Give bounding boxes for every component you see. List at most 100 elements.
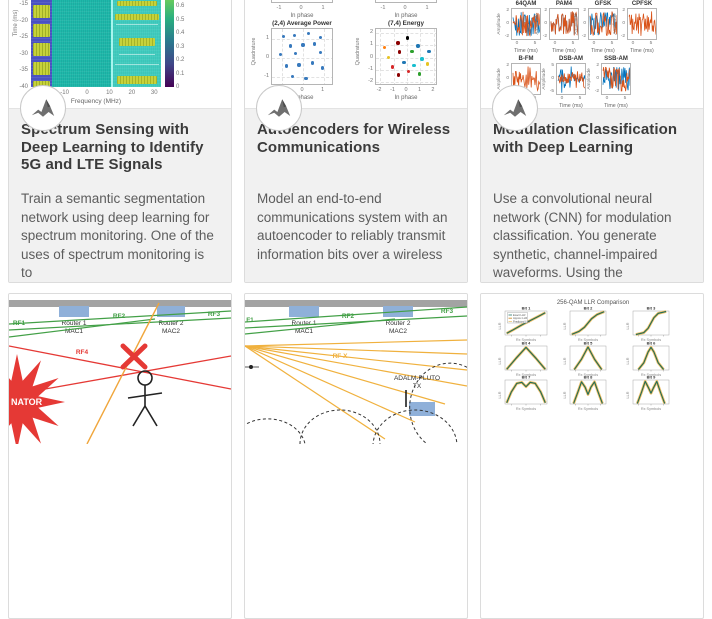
- blocked-x-icon: [120, 343, 148, 370]
- waveform-svg: [602, 66, 631, 92]
- y-tick: -15: [19, 1, 28, 8]
- y-axis-label: Amplitude: [535, 13, 540, 35]
- waveform-line: [550, 11, 579, 36]
- rf4-line: [9, 345, 231, 390]
- card-meta: Modulation Classification with Deep Lear…: [481, 108, 703, 282]
- y-tick: -1: [264, 72, 269, 79]
- plot-box: [271, 28, 333, 85]
- x-tick: 1: [321, 5, 325, 11]
- router1-label: Router 1: [62, 320, 87, 327]
- y-tick: 0: [551, 76, 554, 81]
- card-title[interactable]: Modulation Classification with Deep Lear…: [493, 121, 678, 156]
- x-tick: 5: [610, 41, 614, 46]
- waveform-title: PAM4: [555, 1, 573, 7]
- coverage-arc: [245, 418, 306, 444]
- red-path-line: [16, 355, 231, 395]
- x-tick: 0: [631, 41, 635, 46]
- x-tick: 1: [417, 87, 421, 93]
- matlab-logo-icon: [31, 99, 55, 117]
- waveform-title: GFSK: [594, 1, 612, 7]
- y-tick: 2: [622, 8, 625, 13]
- y-tick: 0: [369, 53, 373, 60]
- gridline-h: [376, 32, 436, 34]
- x-tick: 0: [553, 41, 557, 46]
- llr-x-label: Rx Symbols: [641, 338, 661, 342]
- scatter-point: [417, 72, 422, 76]
- x-tick: -1: [390, 87, 395, 93]
- llr-x-label: Rx Symbols: [641, 407, 661, 411]
- waveform-title: B-FM: [518, 56, 534, 62]
- lte-signal-block: [33, 81, 50, 87]
- nr-signal-block: [117, 76, 157, 84]
- llr-y-label: LLR: [563, 357, 567, 364]
- y-tick: -2: [368, 78, 373, 85]
- scatter-point: [386, 56, 391, 60]
- plot-title: (2,4) Average Power: [272, 20, 332, 27]
- y-tick: -2: [542, 34, 547, 39]
- y-tick: 0: [596, 76, 599, 81]
- x-axis-label: In phase: [290, 13, 314, 19]
- llr-subplot-title: Bit 1: [522, 306, 531, 311]
- waveform-box: [549, 8, 579, 40]
- x-tick: 10: [106, 90, 113, 96]
- card-title[interactable]: Spectrum Sensing with Deep Learning to I…: [21, 121, 204, 173]
- scatter-point: [410, 49, 414, 54]
- llr-subplot-title: Bit 3: [647, 306, 656, 311]
- y-tick: 2: [583, 8, 586, 13]
- spectrogram-plot: [31, 0, 161, 87]
- y-tick: 0: [506, 76, 509, 81]
- gridline-v: [420, 29, 422, 84]
- matlab-badge: [256, 85, 302, 131]
- waveform-svg: [512, 66, 541, 92]
- y-tick: 2: [506, 8, 509, 13]
- card-title[interactable]: Autoencoders for Wireless Communications: [257, 121, 451, 156]
- rf-green-line: [245, 315, 467, 329]
- y-axis-label: Quadrature: [251, 37, 257, 66]
- example-card-spectrum-sensing[interactable]: Time (ms)-15-20-25-30-35-40-20-100102030…: [8, 0, 232, 283]
- llr-curve: [571, 311, 605, 335]
- colorbar-tick: 0: [176, 84, 180, 90]
- y-tick: 1: [369, 41, 373, 48]
- rf-green-line: [245, 318, 396, 335]
- y-tick: -2: [504, 34, 509, 39]
- x-tick: 30: [150, 90, 158, 96]
- router2-box: [157, 306, 185, 317]
- llr-curve: [573, 346, 603, 370]
- colorbar-tick: 0.5: [176, 16, 185, 23]
- x-tick: -1: [276, 5, 282, 11]
- person-leg: [132, 405, 146, 427]
- rf-orange-line: [245, 345, 467, 371]
- waveform-line: [589, 11, 618, 37]
- y-tick: 0: [265, 53, 269, 60]
- rf1-label: RF1: [13, 320, 26, 327]
- scatter-point: [396, 73, 401, 77]
- waveform-line: [628, 11, 657, 36]
- lte-signal-block: [33, 24, 50, 37]
- llr-subplot-title: Bit 5: [584, 341, 593, 346]
- llr-subplot-box: [504, 345, 548, 371]
- scatter-point: [412, 64, 416, 68]
- x-axis-label: Time (ms): [630, 48, 654, 54]
- llr-subplot-title: Bit 6: [647, 341, 656, 346]
- rf-orange-line: [245, 339, 467, 347]
- llr-x-label: Rx Symbols: [516, 338, 536, 342]
- x-axis-label: In phase: [290, 95, 314, 101]
- llr-curve: [638, 346, 664, 370]
- y-axis-label: Time (ms): [13, 9, 19, 37]
- x-tick: 0: [515, 41, 519, 46]
- x-tick: 0: [404, 87, 408, 93]
- scatter-point: [301, 43, 305, 47]
- llr-x-label: Rx Symbols: [578, 338, 598, 342]
- scatter-point: [312, 42, 317, 46]
- thumbnail-spectrogram[interactable]: Time (ms)-15-20-25-30-35-40-20-100102030…: [9, 0, 231, 108]
